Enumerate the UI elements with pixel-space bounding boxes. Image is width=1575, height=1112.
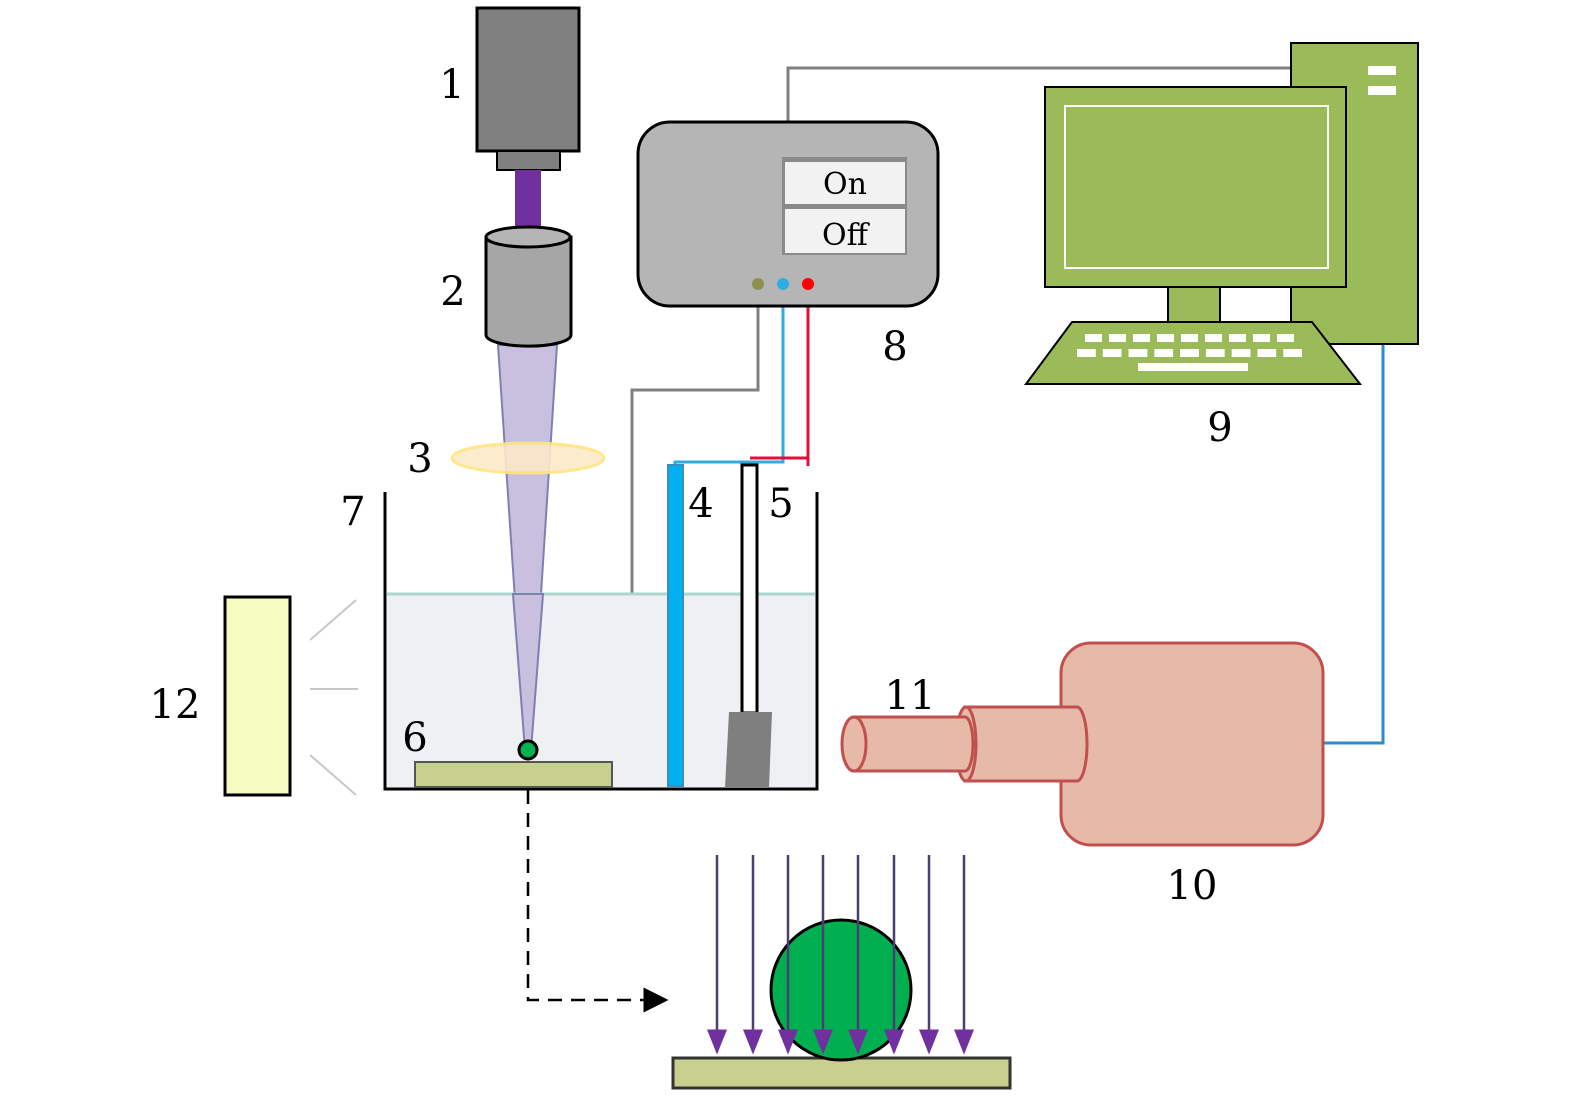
magnify-arrow — [526, 790, 669, 1013]
label-controller: 8 — [882, 324, 907, 370]
key — [1229, 334, 1246, 342]
label-camera-lens: 11 — [885, 673, 936, 719]
detail-substrate — [671, 1056, 1012, 1090]
keyboard-keys — [1077, 334, 1302, 371]
lens — [450, 441, 606, 475]
label-light-source: 12 — [150, 682, 201, 728]
terminal-red — [802, 278, 814, 290]
on-label: On — [823, 167, 867, 202]
key — [1283, 349, 1302, 357]
label-lens: 3 — [407, 436, 432, 482]
high-speed-camera — [954, 641, 1325, 847]
on-button[interactable]: On — [785, 162, 905, 204]
key — [1109, 334, 1126, 342]
monitor-stand — [1167, 286, 1221, 324]
label-particle: 6 — [402, 715, 427, 761]
label-tank: 7 — [340, 489, 365, 535]
substrate — [414, 761, 613, 788]
detail-particle — [769, 918, 913, 1062]
drive-slot — [1368, 86, 1396, 95]
terminal-blue — [777, 278, 789, 290]
key — [1128, 349, 1148, 357]
controller: On Off — [636, 120, 940, 308]
key — [1085, 334, 1102, 342]
label-electrode-5: 5 — [768, 481, 793, 527]
key — [1181, 334, 1198, 342]
key — [1077, 349, 1096, 357]
computer — [1024, 42, 1419, 385]
key — [1154, 349, 1174, 357]
detail-view — [671, 855, 1012, 1090]
camera-lens — [840, 715, 975, 773]
label-electrode-4: 4 — [688, 481, 713, 527]
label-high-speed-camera: 10 — [1167, 863, 1218, 909]
monitor-screen — [1064, 105, 1329, 269]
key — [1205, 334, 1222, 342]
key — [1231, 349, 1251, 357]
drive-slot — [1368, 66, 1396, 75]
electrode-4 — [667, 464, 684, 787]
light-source — [223, 595, 358, 797]
key — [1157, 334, 1174, 342]
camera — [475, 6, 581, 171]
spacebar — [1138, 363, 1248, 371]
key — [1257, 349, 1277, 357]
label-camera: 1 — [439, 62, 464, 108]
light-rays — [707, 855, 974, 1055]
labels: 1 2 3 7 4 5 8 9 12 6 11 10 — [150, 62, 1233, 909]
particle — [517, 739, 539, 761]
objective — [484, 225, 573, 348]
terminal-olive — [752, 278, 764, 290]
off-button[interactable]: Off — [785, 209, 905, 253]
key — [1277, 334, 1294, 342]
key — [1253, 334, 1270, 342]
electrode-5 — [725, 463, 772, 788]
key — [1102, 349, 1122, 357]
key — [1180, 349, 1199, 357]
label-objective: 2 — [440, 269, 465, 315]
laser-beam — [515, 170, 541, 230]
label-computer: 9 — [1207, 405, 1232, 451]
key — [1133, 334, 1150, 342]
off-label: Off — [822, 218, 871, 253]
key — [1205, 349, 1225, 357]
